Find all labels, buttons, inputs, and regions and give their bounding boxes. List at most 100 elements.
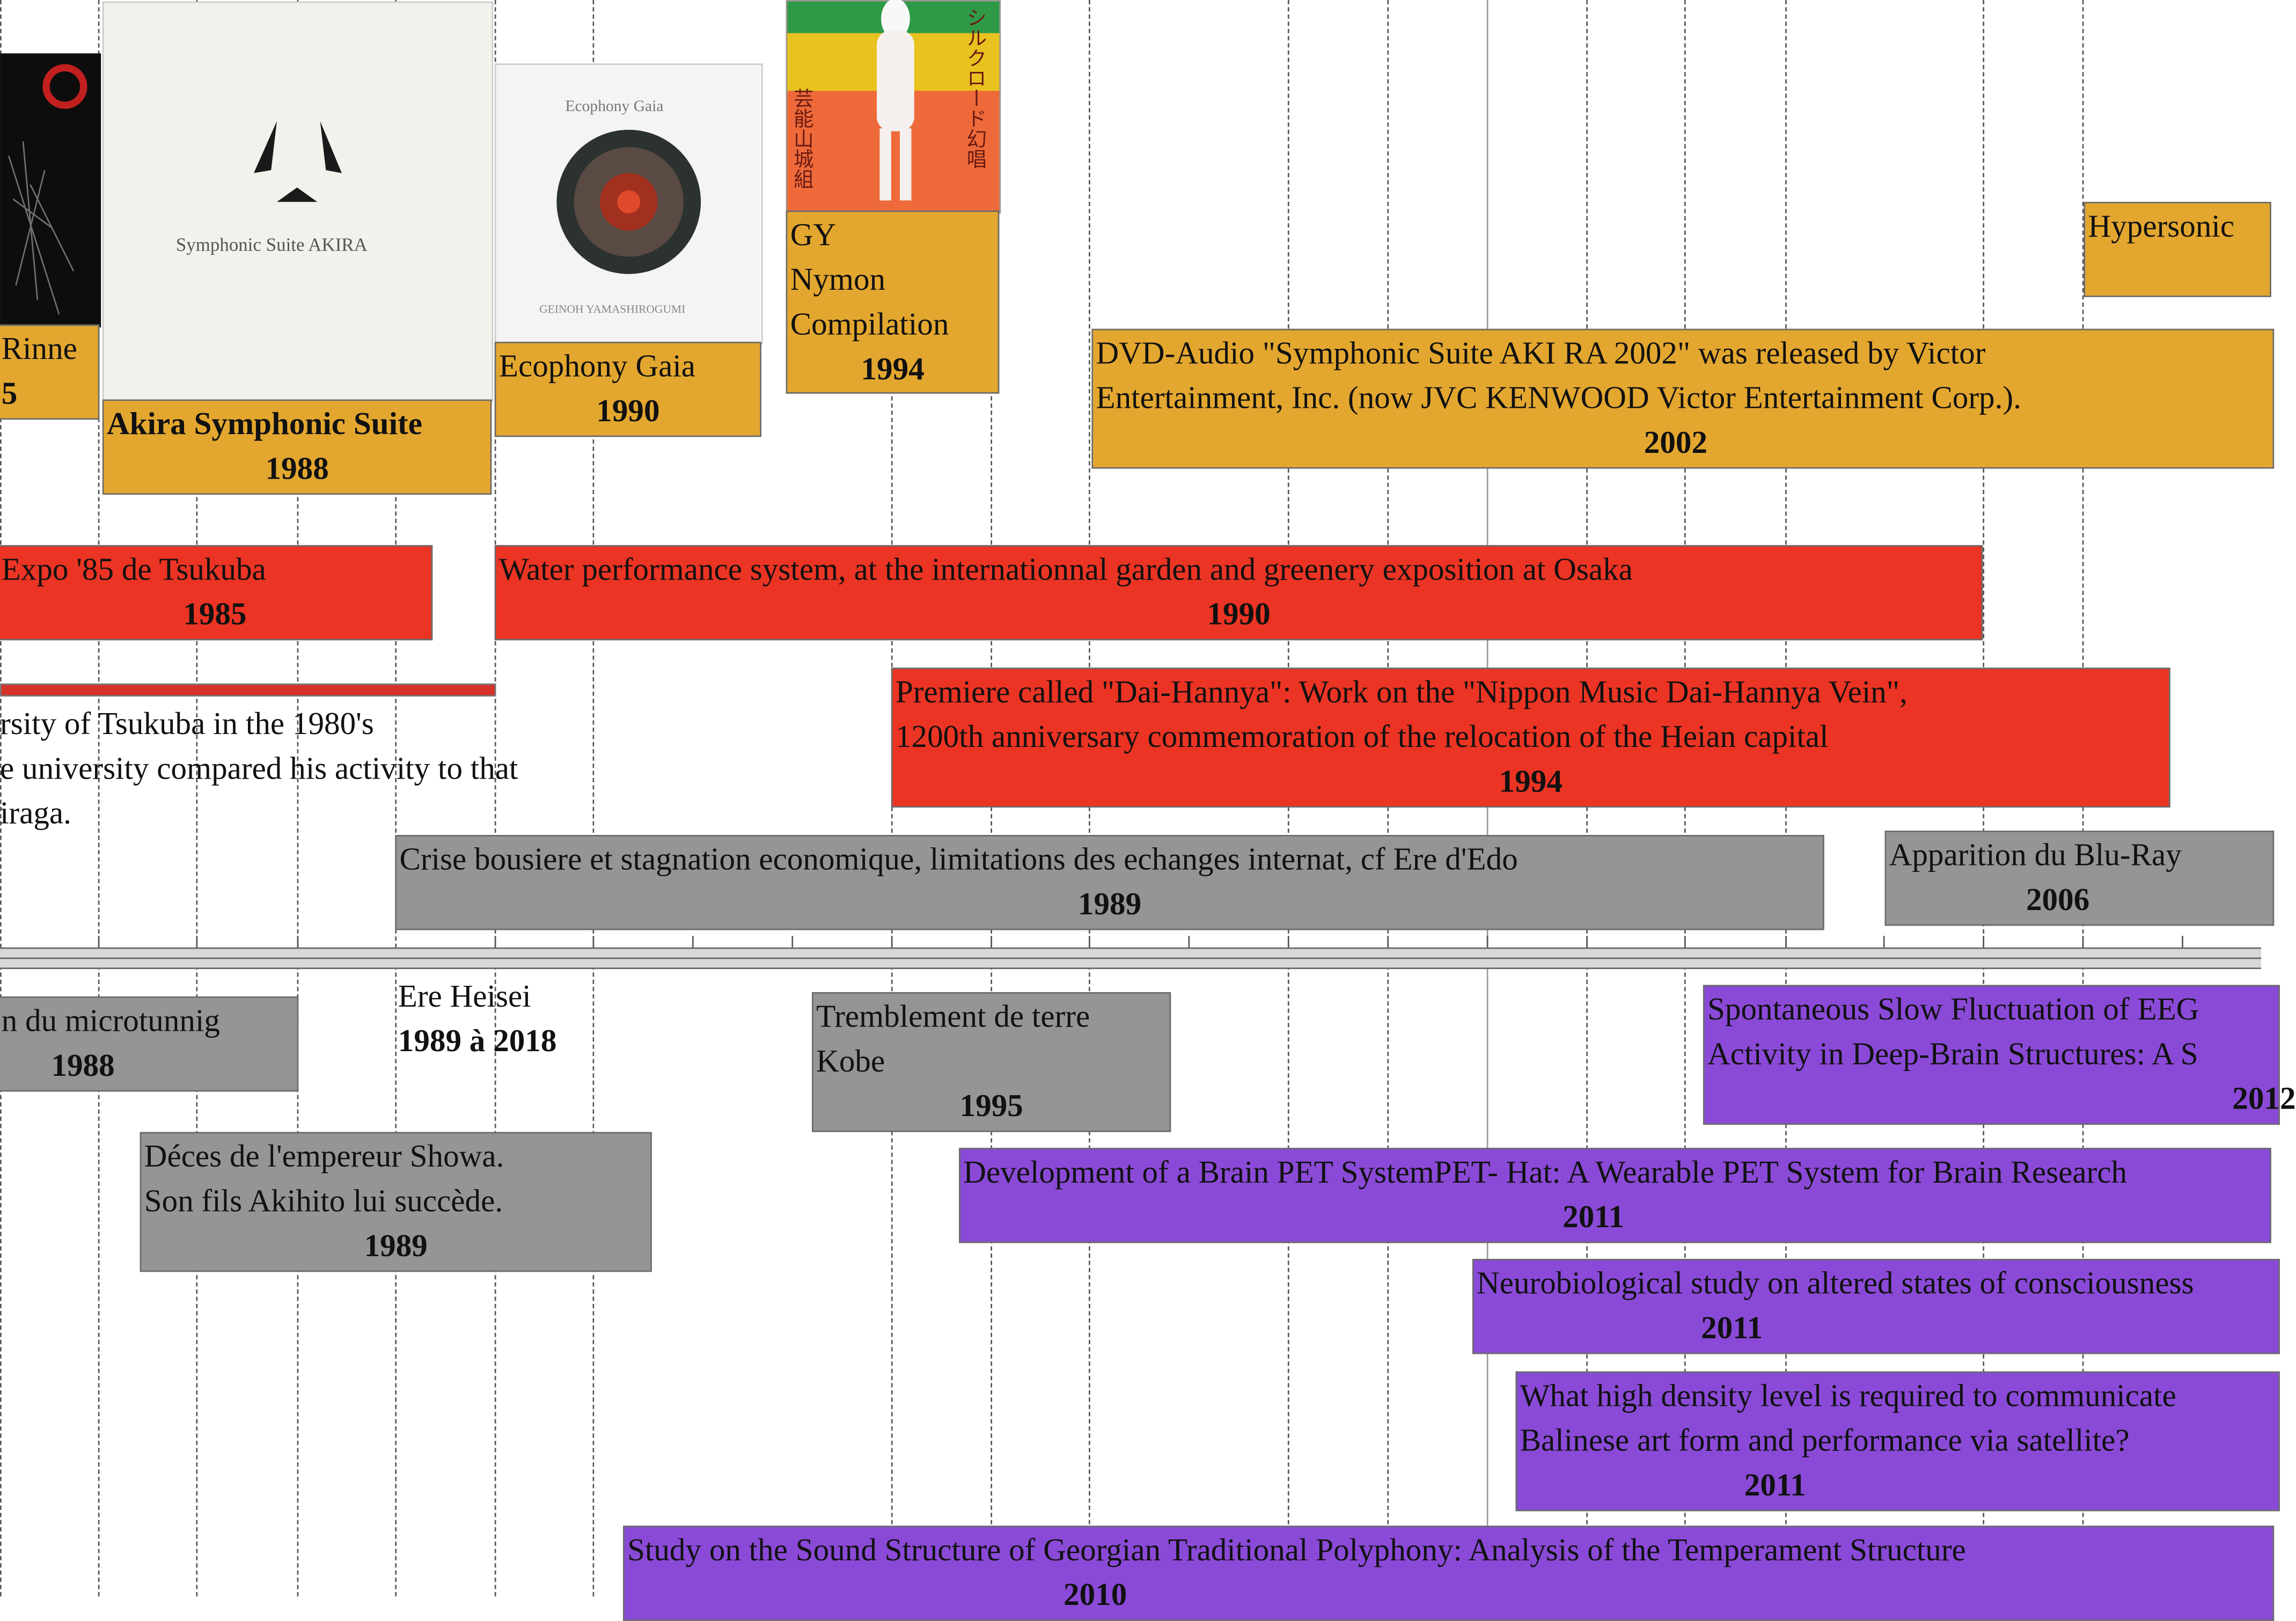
gy-cover-text-right: シルクロード幻唱 (963, 7, 987, 168)
rinne-cover-art (1, 55, 100, 326)
research-eeg-line1: Spontaneous Slow Fluctuation of EEG (1707, 991, 2199, 1027)
album-gy-line1: GY (790, 216, 837, 253)
history-kobe-line2: Kobe (816, 1043, 885, 1079)
ecophony-cover-title: Ecophony Gaia (566, 98, 664, 115)
research-high-density-line1: What high density level is required to c… (1520, 1377, 2176, 1413)
axis-tick (98, 936, 100, 948)
album-ecophony-gaia[interactable]: Ecophony Gaia 1990 (494, 341, 761, 437)
event-water-year: 1990 (1207, 595, 1271, 632)
era-heisei-years: 1989 à 2018 (398, 1022, 557, 1059)
event-expo85[interactable]: Expo '85 de Tsukuba 1985 (0, 545, 433, 641)
gy-album-cover[interactable]: 芸能山城組 シルクロード幻唱 (786, 0, 1001, 214)
axis-tick (791, 936, 794, 948)
history-showa-line2: Son fils Akihito lui succède. (144, 1182, 503, 1219)
axis-tick (1586, 936, 1588, 948)
research-neuro[interactable]: Neurobiological study on altered states … (1472, 1259, 2280, 1354)
history-microtunnig[interactable]: n du microtunnig 1988 (0, 996, 299, 1092)
history-showa-line1: Déces de l'empereur Showa. (144, 1138, 504, 1174)
axis-tick (1684, 936, 1686, 948)
axis-tick (1883, 936, 1885, 948)
history-bluray-year: 2006 (2026, 881, 2090, 918)
dvd-audio-year: 2002 (1644, 424, 1707, 460)
album-rinne[interactable]: Rinne 5 (0, 324, 100, 420)
dvd-audio-line2: Entertainment, Inc. (now JVC KENWOOD Vic… (1096, 379, 2021, 415)
history-crise-year: 1989 (1077, 885, 1142, 922)
history-kobe-year: 1995 (959, 1087, 1023, 1124)
history-showa-death[interactable]: Déces de l'empereur Showa. Son fils Akih… (140, 1132, 652, 1272)
research-high-density[interactable]: What high density level is required to c… (1515, 1371, 2280, 1512)
ecophony-album-cover[interactable]: Ecophony Gaia GEINOH YAMASHIROGUMI (494, 63, 763, 345)
axis-tick (1983, 936, 1984, 948)
research-georgian-title: Study on the Sound Structure of Georgian… (627, 1531, 1966, 1568)
axis-tick (2182, 936, 2183, 948)
axis-tick (692, 936, 694, 948)
axis-tick (891, 936, 893, 948)
album-gy-nymon[interactable]: GY Nymon Compilation 1994 (786, 210, 1000, 394)
history-microtunnig-year: 1988 (51, 1047, 115, 1083)
history-bluray-title: Apparition du Blu-Ray (1889, 836, 2182, 872)
research-georgian-year: 2010 (1063, 1576, 1127, 1612)
guide-line (395, 0, 397, 1597)
album-akira[interactable]: Akira Symphonic Suite 1988 (102, 399, 492, 495)
research-eeg[interactable]: Spontaneous Slow Fluctuation of EEG Acti… (1703, 985, 2296, 1125)
guide-line (592, 0, 595, 1597)
research-pet[interactable]: Development of a Brain PET SystemPET- Ha… (959, 1148, 2271, 1243)
guide-line (196, 0, 198, 1597)
ecophony-cover-sub: GEINOH YAMASHIROGUMI (539, 303, 685, 316)
research-pet-year: 2011 (1563, 1198, 1625, 1235)
axis-tick (1387, 936, 1389, 948)
axis-tick (1188, 936, 1190, 948)
research-neuro-title: Neurobiological study on altered states … (1477, 1264, 2194, 1301)
tsukuba-note-line3: iraga. (0, 794, 71, 831)
research-georgian[interactable]: Study on the Sound Structure of Georgian… (623, 1525, 2275, 1621)
research-eeg-year: 2012 (2232, 1080, 2296, 1117)
album-akira-title: Akira Symphonic Suite (106, 405, 422, 442)
album-ecophony-year: 1990 (596, 392, 660, 429)
event-dai-hannya-line1: Premiere called "Dai-Hannya": Work on th… (895, 673, 1908, 710)
axis-tick (196, 936, 198, 948)
axis-tick (494, 936, 496, 948)
album-gy-line3: Compilation (790, 305, 949, 342)
akira-album-cover[interactable]: Symphonic Suite AKIRA (102, 1, 494, 402)
akira-cover-art: Symphonic Suite AKIRA (104, 3, 492, 401)
album-gy-line2: Nymon (790, 261, 886, 297)
album-gy-year: 1994 (861, 350, 925, 387)
hypersonic-title: Hypersonic (2088, 208, 2235, 244)
event-dai-hannya-year: 1994 (1499, 762, 1563, 799)
tsukuba-note-line2: e university compared his activity to th… (0, 750, 518, 786)
akira-cover-text: Symphonic Suite AKIRA (176, 234, 368, 255)
timeline-axis-line (0, 957, 2261, 959)
axis-tick (1785, 936, 1787, 948)
guide-line (98, 0, 100, 1597)
ecophony-cover-art: Ecophony Gaia GEINOH YAMASHIROGUMI (496, 64, 761, 343)
history-bluray[interactable]: Apparition du Blu-Ray 2006 (1884, 831, 2275, 926)
research-high-density-line2: Balinese art form and performance via sa… (1520, 1421, 2130, 1458)
history-crise-title: Crise bousiere et stagnation economique,… (399, 840, 1518, 877)
event-water-performance[interactable]: Water performance system, at the interna… (494, 545, 1983, 641)
event-expo85-title: Expo '85 de Tsukuba (1, 551, 266, 587)
era-heisei-label: Ere Heisei (398, 978, 531, 1014)
album-rinne-year: 5 (1, 375, 18, 411)
guide-line (0, 0, 2, 1597)
event-dai-hannya[interactable]: Premiere called "Dai-Hannya": Work on th… (891, 668, 2170, 808)
dvd-audio-line1: DVD-Audio "Symphonic Suite AKI RA 2002" … (1096, 334, 1986, 371)
history-microtunnig-title: n du microtunnig (1, 1002, 220, 1038)
axis-tick (1486, 936, 1488, 948)
hypersonic[interactable]: Hypersonic (2084, 202, 2271, 297)
history-crise[interactable]: Crise bousiere et stagnation economique,… (395, 835, 1824, 930)
album-rinne-title: Rinne (1, 330, 77, 366)
gy-cover-text-left: 芸能山城組 (790, 88, 813, 189)
dvd-audio-release[interactable]: DVD-Audio "Symphonic Suite AKI RA 2002" … (1091, 328, 2275, 469)
axis-tick (991, 936, 992, 948)
history-kobe-line1: Tremblement de terre (816, 997, 1090, 1034)
rinne-album-cover[interactable] (0, 53, 101, 328)
research-eeg-line2: Activity in Deep-Brain Structures: A S (1707, 1035, 2198, 1072)
album-akira-year: 1988 (265, 450, 329, 486)
tsukuba-period-bar (0, 683, 496, 697)
guide-line (494, 0, 496, 1597)
history-kobe-earthquake[interactable]: Tremblement de terre Kobe 1995 (812, 992, 1171, 1132)
album-ecophony-title: Ecophony Gaia (498, 347, 696, 384)
axis-tick (297, 936, 299, 948)
research-high-density-year: 2011 (1744, 1466, 1806, 1503)
axis-tick (1089, 936, 1090, 948)
